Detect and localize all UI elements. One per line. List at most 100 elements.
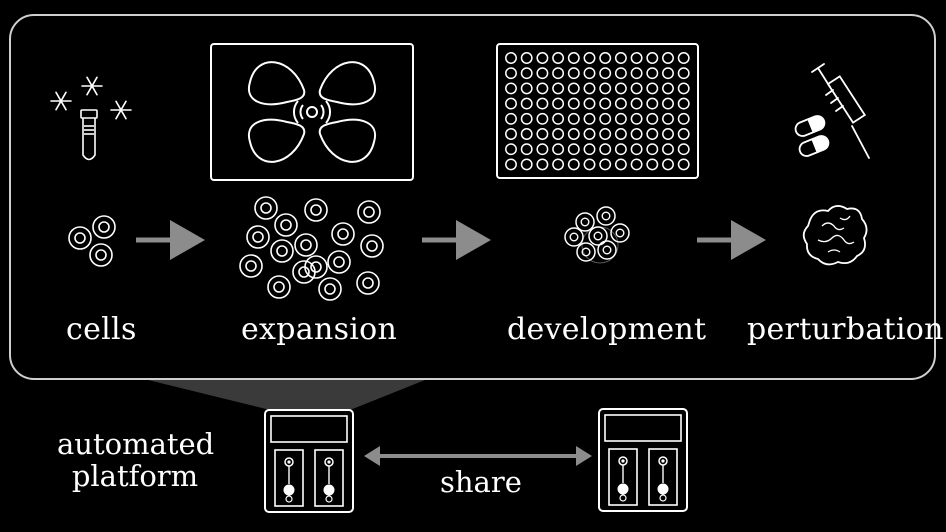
share-label: share <box>440 465 522 499</box>
well <box>520 128 533 140</box>
stage-label-perturbation: perturbation <box>747 312 944 347</box>
device-icon <box>264 409 354 513</box>
well <box>567 82 580 95</box>
well <box>630 112 643 125</box>
well <box>583 112 596 125</box>
well <box>505 67 517 80</box>
well <box>567 97 580 110</box>
well <box>630 128 643 140</box>
well <box>520 82 533 95</box>
well <box>646 128 659 140</box>
well <box>614 82 627 95</box>
share-arrow <box>364 446 592 466</box>
well <box>552 158 565 171</box>
well <box>630 82 643 95</box>
well <box>583 128 596 140</box>
well <box>599 67 612 80</box>
well <box>583 158 596 171</box>
well <box>567 128 580 140</box>
platform-label: automated platform <box>57 427 215 494</box>
well <box>536 158 549 171</box>
well <box>567 158 580 171</box>
well <box>630 158 643 171</box>
well <box>520 158 533 171</box>
well <box>677 128 690 140</box>
well <box>520 52 533 64</box>
well <box>583 52 596 64</box>
well <box>662 128 674 140</box>
well <box>505 158 517 171</box>
well <box>677 158 690 171</box>
well <box>599 112 612 125</box>
well <box>614 112 627 125</box>
well <box>662 112 674 125</box>
well <box>552 82 565 95</box>
well <box>552 97 565 110</box>
well <box>630 67 643 80</box>
well <box>677 52 690 64</box>
well <box>614 128 627 140</box>
well <box>552 112 565 125</box>
well <box>662 143 674 156</box>
well <box>677 67 690 80</box>
well <box>536 52 549 64</box>
well <box>677 112 690 125</box>
well <box>646 82 659 95</box>
well <box>662 52 674 64</box>
well <box>599 158 612 171</box>
well <box>552 67 565 80</box>
well <box>520 67 533 80</box>
well <box>536 112 549 125</box>
well <box>662 97 674 110</box>
well <box>505 82 517 95</box>
well <box>536 128 549 140</box>
well <box>536 97 549 110</box>
well <box>599 52 612 64</box>
well <box>614 158 627 171</box>
pill-icon <box>794 115 830 157</box>
well <box>599 128 612 140</box>
well <box>614 143 627 156</box>
device-icon-shared <box>598 408 688 512</box>
syringe-icon <box>811 63 870 159</box>
well <box>583 82 596 95</box>
bioreactor-icon <box>210 43 414 181</box>
organoid-icon <box>802 205 868 266</box>
platform-label-line1: automated <box>57 427 215 461</box>
well <box>646 67 659 80</box>
well <box>567 143 580 156</box>
well <box>646 52 659 64</box>
well <box>614 67 627 80</box>
well <box>505 112 517 125</box>
well <box>630 143 643 156</box>
well <box>662 67 674 80</box>
well <box>630 52 643 64</box>
well <box>583 67 596 80</box>
cell-cluster-icon <box>564 206 630 264</box>
well <box>583 97 596 110</box>
well <box>520 97 533 110</box>
well <box>505 97 517 110</box>
well <box>520 112 533 125</box>
cryovial-icon <box>80 109 98 161</box>
well <box>552 143 565 156</box>
well <box>646 158 659 171</box>
well <box>505 143 517 156</box>
well <box>614 97 627 110</box>
stage-label-expansion: expansion <box>241 312 398 347</box>
well <box>536 67 549 80</box>
stage-label-cells: cells <box>66 312 137 347</box>
funnel-connector <box>140 378 430 410</box>
well <box>599 97 612 110</box>
well <box>599 143 612 156</box>
well <box>614 52 627 64</box>
well <box>536 82 549 95</box>
well <box>646 112 659 125</box>
well <box>536 143 549 156</box>
platform-label-line2: platform <box>71 459 199 494</box>
well <box>662 158 674 171</box>
well <box>567 112 580 125</box>
well-plate-icon <box>496 43 699 179</box>
well <box>677 82 690 95</box>
well <box>552 128 565 140</box>
